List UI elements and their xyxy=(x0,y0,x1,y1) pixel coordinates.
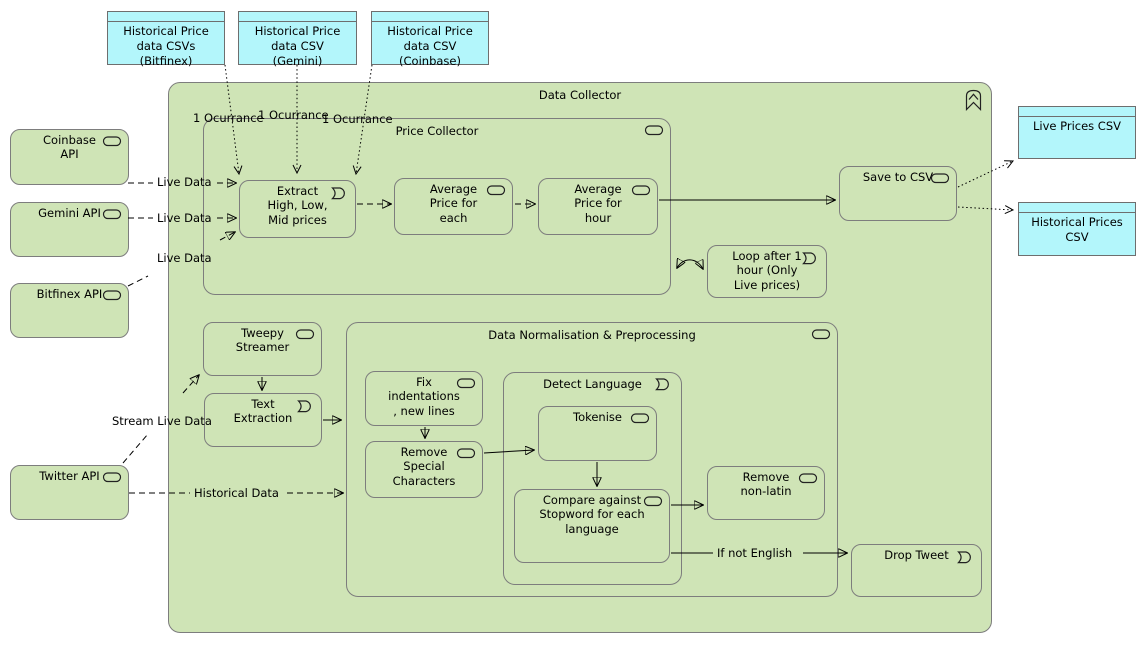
edge-label-ocurrance-2: 1 Ocurrance xyxy=(258,108,329,122)
artifact-label: Historical Price data CSV (Gemini) xyxy=(254,24,341,68)
edge-label-live-data-coinbase: Live Data xyxy=(157,175,212,189)
edge-bitfinex-live-data[interactable] xyxy=(127,275,149,287)
service-pill-icon xyxy=(295,329,315,340)
node-save-to-csv[interactable]: Save to CSV xyxy=(839,166,957,221)
service-pill-icon xyxy=(102,290,122,301)
node-fix-indentations[interactable]: Fix indentations , new lines xyxy=(365,371,483,426)
edge-label-if-not-english: If not English xyxy=(717,546,793,560)
node-drop-tweet[interactable]: Drop Tweet xyxy=(851,544,982,597)
artifact-live-prices-csv[interactable]: Live Prices CSV xyxy=(1018,106,1136,159)
service-pill-icon xyxy=(930,173,950,184)
grouping-chevron-icon xyxy=(965,89,982,111)
service-pill-icon xyxy=(630,413,650,424)
node-coinbase-api[interactable]: Coinbase API xyxy=(10,129,129,185)
service-pill-icon xyxy=(486,185,506,196)
node-label: Average Price for hour xyxy=(574,182,622,225)
node-label: Tweepy Streamer xyxy=(235,326,290,355)
artifact-historical-price-csv-gemini[interactable]: Historical Price data CSV (Gemini) xyxy=(238,11,357,68)
node-label: Remove non-latin xyxy=(740,470,792,499)
node-remove-special-characters[interactable]: Remove Special Characters xyxy=(365,441,483,498)
node-extract-prices[interactable]: Extract High, Low, Mid prices xyxy=(239,180,356,238)
price-collector-title: Price Collector xyxy=(395,124,479,138)
node-label: Coinbase API xyxy=(43,133,96,162)
data-normalisation-title: Data Normalisation & Preprocessing xyxy=(488,328,696,342)
artifact-historical-price-csv-coinbase[interactable]: Historical Price data CSV (Coinbase) xyxy=(371,11,489,68)
artifact-label: Live Prices CSV xyxy=(1032,119,1122,133)
service-pill-icon xyxy=(102,136,122,147)
node-twitter-api[interactable]: Twitter API xyxy=(10,465,129,520)
artifact-header-strip xyxy=(1019,203,1135,213)
node-compare-stopword[interactable]: Compare against Stopword for each langua… xyxy=(514,489,670,563)
node-label: Loop after 1 hour (Only Live prices) xyxy=(732,249,802,292)
service-pill-icon xyxy=(456,378,476,389)
service-pill-icon xyxy=(798,473,818,484)
edge-label-ocurrance-3: 1 Ocurrance xyxy=(322,112,393,126)
node-bitfinex-api[interactable]: Bitfinex API xyxy=(10,283,129,338)
artifact-header-strip xyxy=(108,12,224,22)
node-label: Gemini API xyxy=(38,206,101,220)
artifact-historical-prices-csv[interactable]: Historical Prices CSV xyxy=(1018,202,1136,256)
service-pill-icon xyxy=(811,329,831,340)
node-average-price-each[interactable]: Average Price for each xyxy=(394,178,513,235)
service-pill-icon xyxy=(644,125,664,136)
edge-label-live-data-bitfinex: Live Data xyxy=(157,251,212,265)
artifact-header-strip xyxy=(372,12,488,22)
node-gemini-api[interactable]: Gemini API xyxy=(10,202,129,257)
edge-label-live-data-gemini: Live Data xyxy=(157,211,212,225)
node-tweepy-streamer[interactable]: Tweepy Streamer xyxy=(203,322,322,376)
node-label: Remove Special Characters xyxy=(392,445,456,488)
service-pill-icon xyxy=(102,209,122,220)
service-pill-icon xyxy=(643,496,663,507)
artifact-label: Historical Price data CSV (Coinbase) xyxy=(387,24,473,68)
edge-label-historical-data: Historical Data xyxy=(194,486,279,500)
service-pill-icon xyxy=(631,185,651,196)
process-event-icon xyxy=(655,378,669,391)
node-text-extraction[interactable]: Text Extraction xyxy=(204,393,322,447)
artifact-label: Historical Prices CSV xyxy=(1031,215,1123,244)
node-label: Fix indentations , new lines xyxy=(388,375,460,418)
process-event-icon xyxy=(802,252,816,265)
edge-label-ocurrance-1: 1 Ocurrance xyxy=(193,111,264,125)
node-remove-non-latin[interactable]: Remove non-latin xyxy=(707,466,825,520)
node-label: Compare against Stopword for each langua… xyxy=(539,493,645,536)
node-average-price-hour[interactable]: Average Price for hour xyxy=(538,178,658,235)
artifact-label: Historical Price data CSVs (Bitfinex) xyxy=(123,24,209,68)
node-label: Extract High, Low, Mid prices xyxy=(267,184,328,227)
process-event-icon xyxy=(957,551,971,564)
node-label: Save to CSV xyxy=(862,170,934,184)
node-label: Drop Tweet xyxy=(884,548,949,562)
process-event-icon xyxy=(331,187,345,200)
node-label: Twitter API xyxy=(39,469,100,483)
node-label: Text Extraction xyxy=(233,397,293,426)
service-pill-icon xyxy=(102,472,122,483)
artifact-header-strip xyxy=(1019,107,1135,117)
node-label: Average Price for each xyxy=(429,182,478,225)
artifact-historical-price-csvs-bitfinex[interactable]: Historical Price data CSVs (Bitfinex) xyxy=(107,11,225,68)
node-tokenise[interactable]: Tokenise xyxy=(538,406,657,461)
edge-label-stream-live-data: Stream Live Data xyxy=(112,414,212,428)
artifact-header-strip xyxy=(239,12,356,22)
data-collector-title: Data Collector xyxy=(538,88,622,102)
service-pill-icon xyxy=(456,448,476,459)
node-loop-after-1-hour[interactable]: Loop after 1 hour (Only Live prices) xyxy=(707,245,827,298)
process-event-icon xyxy=(297,400,311,413)
edge-twitter-stream-live-data[interactable] xyxy=(122,433,149,464)
detect-language-title: Detect Language xyxy=(543,377,642,391)
node-label: Tokenise xyxy=(573,410,622,424)
node-label: Bitfinex API xyxy=(36,287,103,301)
